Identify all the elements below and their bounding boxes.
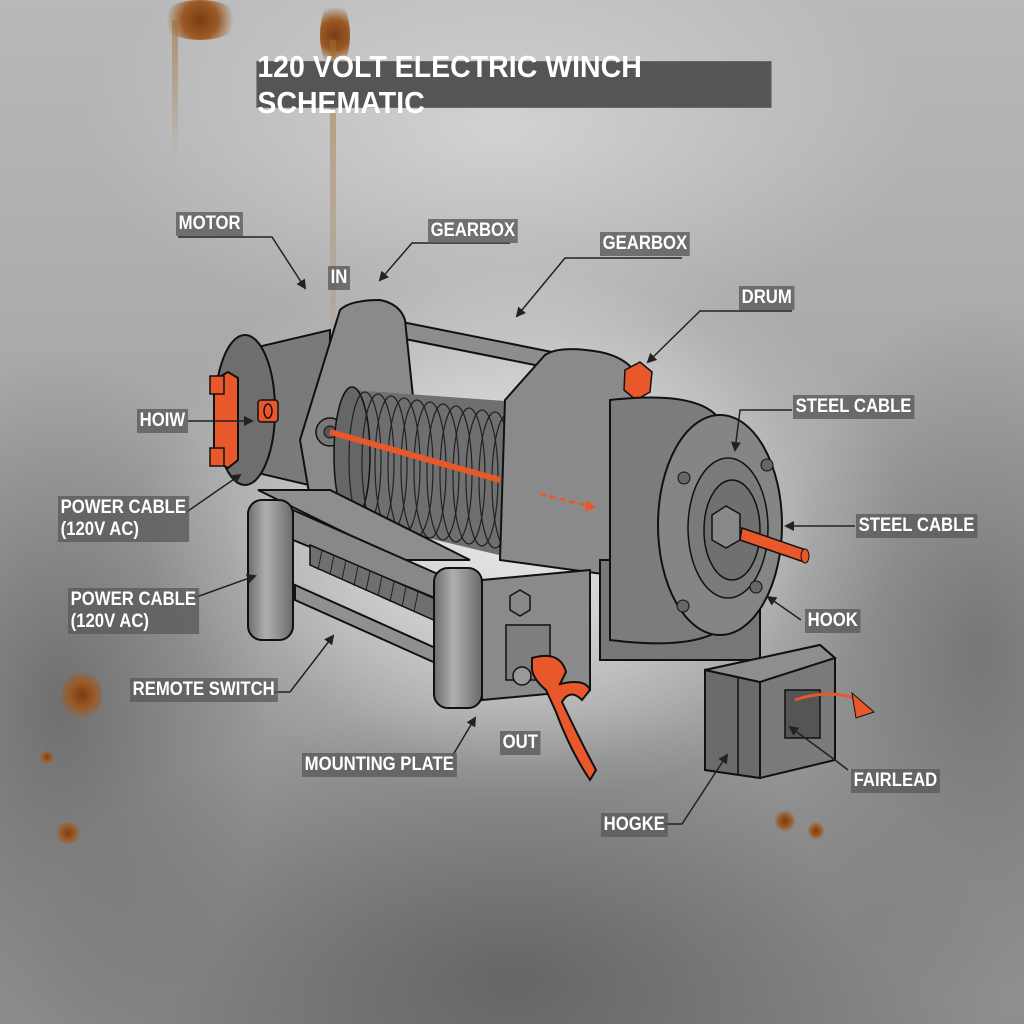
drum-shaft-orange [329,429,501,483]
label-steel-cable-secondary: STEEL CABLE [856,514,978,538]
label-hogke: HOGKE [601,813,668,837]
label-hoiw: HOIW [137,409,188,433]
label-drum: DRUM [739,286,795,310]
label-in: IN [328,266,350,290]
remote-switch-box [704,643,875,780]
rust-stain [775,810,795,832]
label-remote-switch: REMOTE SWITCH [130,678,278,702]
rust-streak [330,40,336,400]
winch-hook-orange [531,654,598,782]
diagram-title: 120 VOLT ELECTRIC WINCH SCHEMATIC [256,49,772,120]
label-motor: MOTOR [176,212,244,236]
label-gearbox: GEARBOX [428,219,518,243]
rust-stain [55,822,81,844]
label-power-cable-secondary: POWER CABLE (120V AC) [68,588,199,634]
label-hook: HOOK [805,609,861,633]
rust-stain [40,750,54,764]
label-out: OUT [500,731,541,755]
label-mounting-plate: MOUNTING PLATE [302,753,457,777]
right-end-bracket [498,348,653,577]
left-roller-post [247,499,294,641]
rust-streak [172,20,178,160]
label-power-cable-secondary-line1: POWER CABLE [70,589,197,610]
bolt-orange [623,361,653,401]
rust-stain [808,822,824,840]
label-power-cable: POWER CABLE (120V AC) [58,496,189,542]
power-switch-knob [257,399,279,423]
label-power-cable-line2: (120V AC) [60,519,140,540]
label-power-cable-secondary-line2: (120V AC) [70,611,150,632]
label-fairlead: FAIRLEAD [851,769,940,793]
rust-stain [62,670,102,720]
label-gearbox-secondary: GEARBOX [600,232,690,256]
label-power-cable-line1: POWER CABLE [60,497,187,518]
right-roller-post [433,567,483,709]
label-steel-cable: STEEL CABLE [793,395,915,419]
gearbox-housing [599,396,810,661]
roller-fairlead-frame [247,489,591,709]
